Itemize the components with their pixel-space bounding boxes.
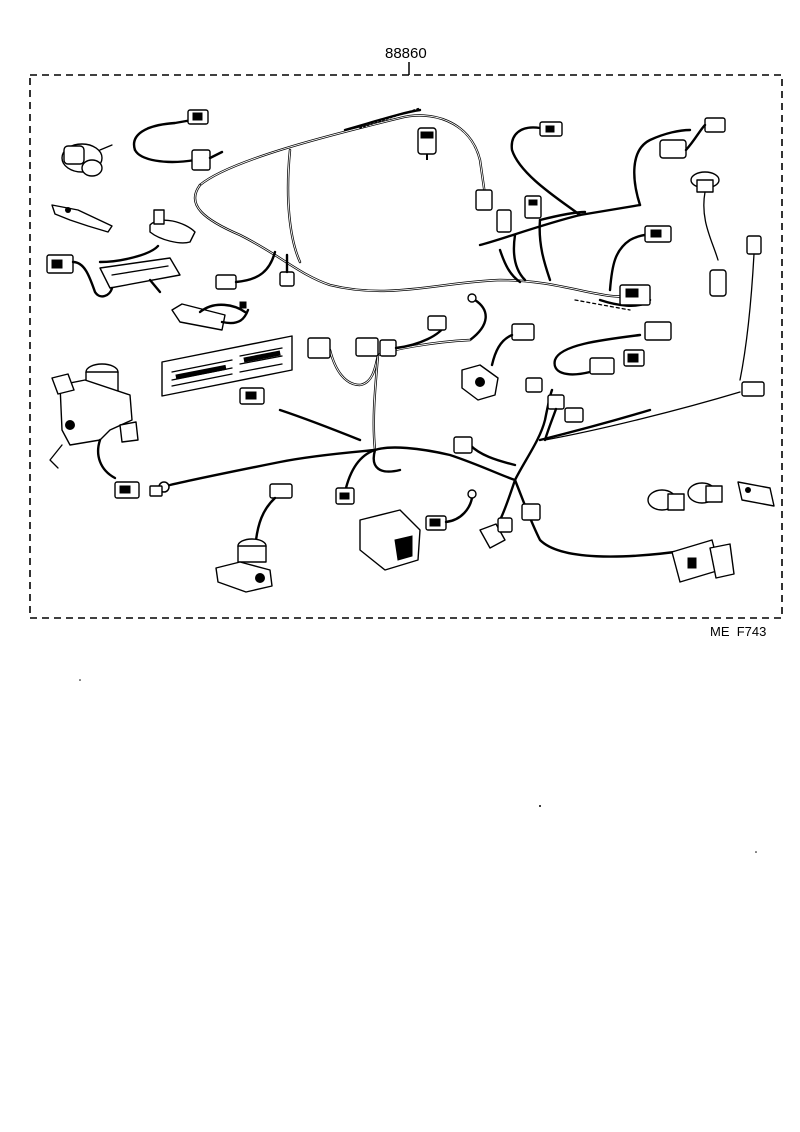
top-left-subharness bbox=[132, 109, 224, 171]
connector-mid-right bbox=[525, 377, 584, 442]
lower-harness bbox=[168, 298, 692, 558]
part-number-label: 88860 bbox=[385, 45, 427, 62]
connector-top-center bbox=[417, 127, 437, 160]
connector-right-bundle bbox=[619, 284, 672, 341]
right-long-branch bbox=[544, 235, 765, 441]
connector-lower-mid bbox=[158, 436, 473, 505]
bracket-clip bbox=[51, 204, 113, 233]
scan-speck bbox=[79, 679, 81, 681]
solenoid-bottom-left bbox=[215, 483, 293, 593]
connector-right-3 bbox=[644, 225, 672, 243]
assembly-frame bbox=[29, 74, 783, 619]
speed-sensor bbox=[61, 143, 113, 177]
switch-bottom-right bbox=[671, 539, 735, 583]
scan-speck bbox=[539, 805, 541, 807]
bulb-socket bbox=[690, 171, 727, 297]
actuator-left bbox=[49, 363, 163, 499]
switch-assembly-left bbox=[46, 209, 196, 298]
bracket-right bbox=[737, 481, 775, 507]
relay-right bbox=[553, 333, 645, 376]
main-harness bbox=[193, 107, 692, 311]
page-code: ME F743 bbox=[710, 624, 766, 639]
connector-trunk-1 bbox=[475, 189, 542, 233]
connector-top-right-2 bbox=[659, 117, 726, 159]
scan-speck bbox=[755, 851, 757, 853]
relay-box-bottom bbox=[359, 489, 477, 571]
module-center-left bbox=[171, 301, 250, 331]
pressure-switches bbox=[647, 482, 723, 511]
sensor-center bbox=[461, 323, 535, 401]
connector-top-right-1 bbox=[539, 121, 563, 137]
label-plate bbox=[161, 335, 293, 397]
connector-center-left bbox=[215, 250, 295, 290]
connector-lower-cluster bbox=[239, 293, 477, 405]
bottom-center-connectors bbox=[479, 503, 541, 549]
